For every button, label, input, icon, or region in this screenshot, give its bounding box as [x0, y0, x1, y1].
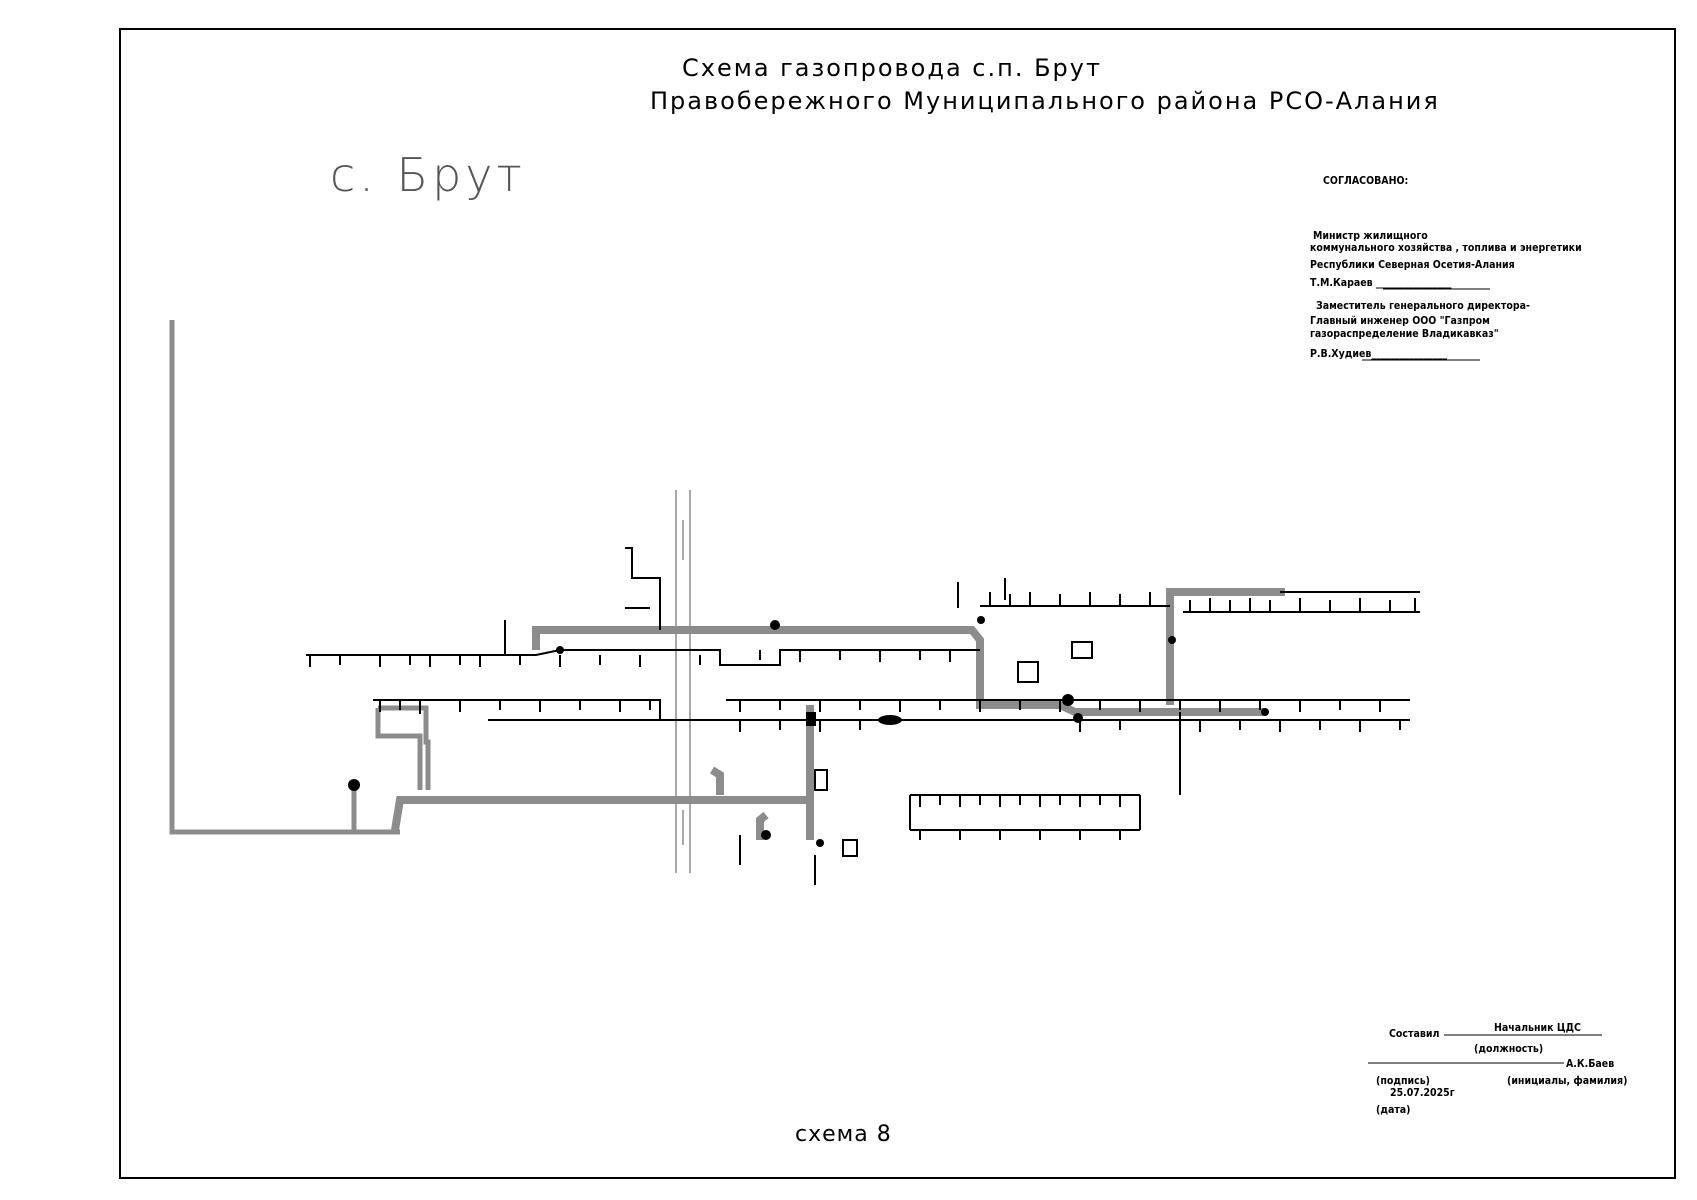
approval-signer1-line3: Республики Северная Осетия-Алания	[1310, 259, 1515, 271]
road	[675, 490, 691, 873]
scheme-number: схема 8	[795, 1122, 892, 1147]
compiled-date: 25.07.2025г	[1390, 1087, 1455, 1099]
title-line-2: Правобережного Муниципального района РСО…	[650, 87, 1440, 115]
approval-signer1-line2: коммунального хозяйства , топлива и энер…	[1310, 242, 1582, 254]
compiled-position: Начальник ЦДС	[1494, 1022, 1581, 1034]
service-taps	[309, 592, 1416, 840]
compiled-name: А.К.Баев	[1566, 1058, 1615, 1070]
signature-lines	[1362, 288, 1602, 1064]
approval-signer1-line1: Министр жилищного	[1313, 230, 1428, 242]
approval-signer2-line1: Заместитель генерального директора-	[1316, 300, 1530, 312]
approval-signer2-line3: газораспределение Владикавказ"	[1310, 328, 1499, 340]
village-label: с. Брут	[330, 148, 526, 202]
pipe-fittings	[348, 616, 1269, 847]
approval-signer2-line2: Главный инженер ООО "Газпром	[1310, 315, 1490, 327]
compiled-signature-caption: (подпись)	[1376, 1075, 1430, 1087]
drawing-frame	[119, 28, 1676, 1179]
grey-branches	[169, 320, 431, 835]
compiled-name-caption: (инициалы, фамилия)	[1507, 1075, 1628, 1087]
title-line-1: Схема газопровода с.п. Брут	[682, 54, 1102, 82]
approval-signer1-name: Т.М.Караев ________________	[1310, 277, 1452, 289]
main-pipeline	[391, 588, 1285, 840]
distribution-lines	[306, 547, 1420, 885]
structure-boxes	[814, 641, 1093, 857]
approval-signer2-name: Р.В.Худиев________________	[1310, 348, 1447, 360]
compiled-date-caption: (дата)	[1376, 1104, 1411, 1116]
compiled-label: Составил	[1389, 1028, 1440, 1040]
approval-heading: СОГЛАСОВАНО:	[1323, 175, 1409, 187]
compiled-position-caption: (должность)	[1474, 1043, 1544, 1055]
